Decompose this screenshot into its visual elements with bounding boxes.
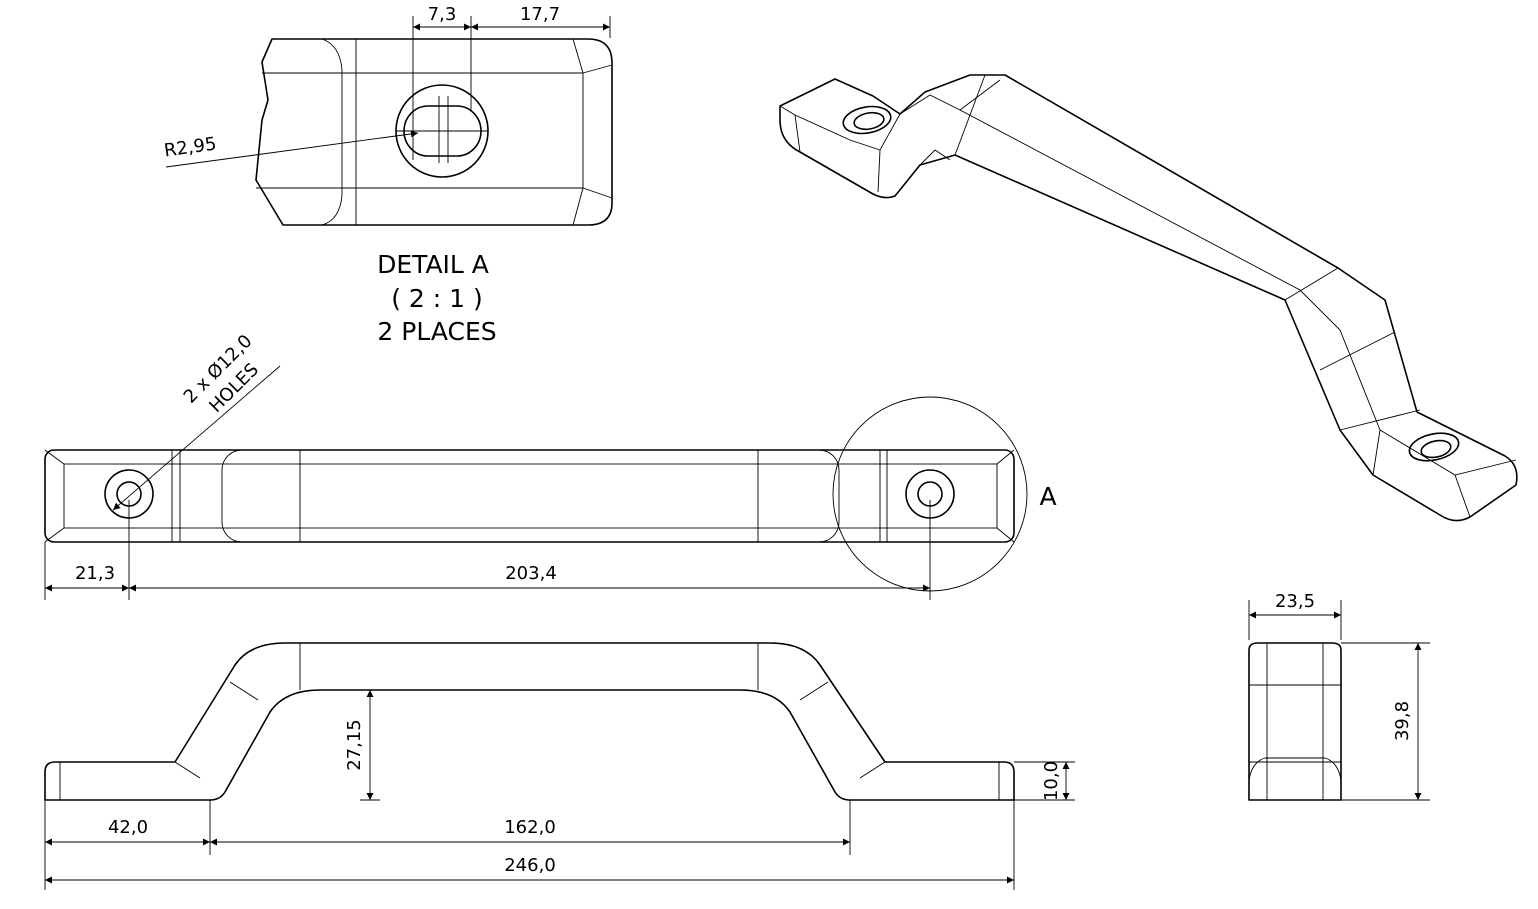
detail-scale: ( 2 : 1 ) xyxy=(391,284,483,313)
detail-dim-hole: 7,3 xyxy=(428,4,457,25)
detail-dim-end: 17,7 xyxy=(520,4,560,25)
dim-overall-length: 246,0 xyxy=(504,855,556,876)
side-view xyxy=(44,642,1075,890)
dim-grip-height: 27,15 xyxy=(344,719,365,771)
detail-qty: 2 PLACES xyxy=(377,317,496,346)
detail-radius-label: R2,95 xyxy=(163,133,218,161)
dim-hole-pitch: 203,4 xyxy=(505,563,557,584)
top-view xyxy=(44,365,1028,600)
dim-span: 162,0 xyxy=(504,817,556,838)
end-view xyxy=(1248,600,1430,801)
detail-title: DETAIL A xyxy=(377,250,489,279)
dim-foot-length: 42,0 xyxy=(108,817,148,838)
dim-thickness: 10,0 xyxy=(1041,761,1062,801)
dim-end-height: 39,8 xyxy=(1392,701,1413,741)
dim-end-width: 23,5 xyxy=(1275,591,1315,612)
detail-callout-label: A xyxy=(1039,482,1056,511)
dim-hole-offset: 21,3 xyxy=(75,563,115,584)
isometric-view xyxy=(779,74,1518,522)
detail-a-view xyxy=(165,16,613,226)
